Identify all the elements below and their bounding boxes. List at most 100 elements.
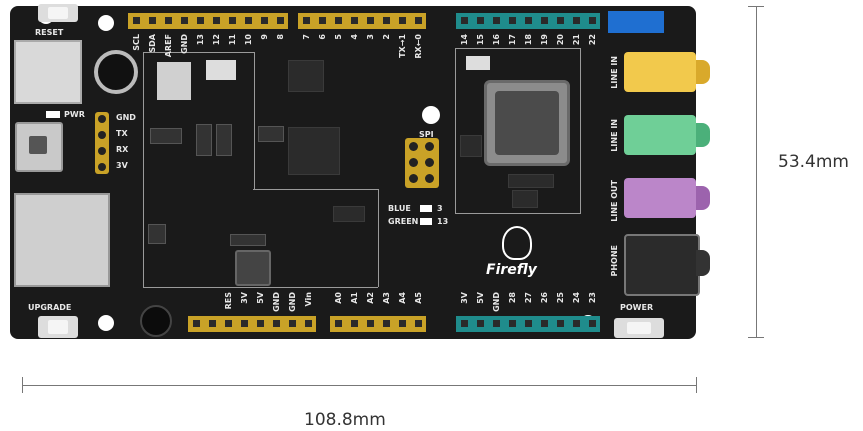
smd-component xyxy=(216,124,232,156)
audio-jack-phone xyxy=(624,234,700,296)
top-header-left xyxy=(128,13,288,29)
uart-pin-label: RX xyxy=(116,145,129,154)
pin-label: 8 xyxy=(276,34,285,40)
pin-label: 25 xyxy=(556,292,565,304)
pin-label: 21 xyxy=(572,34,581,46)
bottom-header-left xyxy=(188,316,316,332)
mounting-hole xyxy=(422,106,440,124)
pin-label: 5V xyxy=(476,292,485,304)
crystal xyxy=(466,56,490,70)
jack-label: PHONE xyxy=(610,245,619,277)
jack-label: LINE IN xyxy=(610,56,619,89)
power-led-label: PWR xyxy=(64,110,85,119)
pin-label: 23 xyxy=(588,292,597,304)
jack-barrel xyxy=(696,186,710,210)
power-label: POWER xyxy=(620,303,654,312)
soc-outline xyxy=(143,189,144,287)
height-dimension-label: 53.4mm xyxy=(778,152,849,172)
smd-component xyxy=(148,224,166,244)
top-header-right xyxy=(456,13,600,29)
ic-chip xyxy=(460,135,482,157)
smd-component xyxy=(258,126,284,142)
pin-label: Vin xyxy=(304,292,313,307)
pin-label: A0 xyxy=(334,292,343,304)
mounting-hole xyxy=(98,15,114,31)
pin-label: 4 xyxy=(350,34,359,40)
wifi-chip xyxy=(484,80,570,166)
pin-label: GND xyxy=(288,292,297,312)
power-button[interactable] xyxy=(614,318,664,338)
pin-label: 3 xyxy=(366,34,375,40)
pin-label: GND xyxy=(272,292,281,312)
jack-label: LINE IN xyxy=(610,119,619,152)
uart-header xyxy=(95,112,109,174)
buzzer xyxy=(140,305,172,337)
antenna-tag xyxy=(608,11,664,33)
wifi-module-outline xyxy=(455,48,581,214)
smd-component xyxy=(230,234,266,246)
height-dimension-line xyxy=(756,6,757,337)
pin-label: 10 xyxy=(244,34,253,46)
top-header-mid xyxy=(298,13,426,29)
uart-pin-label: GND xyxy=(116,113,136,122)
pin-label: 5V xyxy=(256,292,265,304)
pin-label: RES xyxy=(224,292,233,310)
pin-label: TX→1 xyxy=(398,34,407,58)
pin-label: A2 xyxy=(366,292,375,304)
width-dimension-line xyxy=(22,385,696,386)
pin-label: 19 xyxy=(540,34,549,46)
capacitor xyxy=(94,50,138,94)
pin-label: 9 xyxy=(260,34,269,40)
uart-pin-label: 3V xyxy=(116,161,128,170)
green-led xyxy=(420,218,432,225)
pin-label: 6 xyxy=(318,34,327,40)
usb-connector xyxy=(14,40,82,104)
inductor xyxy=(235,250,271,286)
soc-chip xyxy=(288,127,340,175)
jack-barrel xyxy=(696,123,710,147)
pin-label: A5 xyxy=(414,292,423,304)
bottom-header-mid xyxy=(330,316,426,332)
upgrade-label: UPGRADE xyxy=(28,303,72,312)
pin-label: 22 xyxy=(588,34,597,46)
height-dimension-tick xyxy=(748,337,764,338)
ic-chip xyxy=(508,174,554,188)
micro-usb-port xyxy=(15,122,63,172)
pin-label: 18 xyxy=(524,34,533,46)
power-led xyxy=(46,111,60,118)
jack-label: LINE OUT xyxy=(610,180,619,222)
pin-label: 16 xyxy=(492,34,501,46)
pin-label: 26 xyxy=(540,292,549,304)
soc-outline xyxy=(378,189,379,287)
width-dimension-tick xyxy=(696,377,697,393)
pin-label: 17 xyxy=(508,34,517,46)
pin-label: 24 xyxy=(572,292,581,304)
pin-label: 14 xyxy=(460,34,469,46)
firefly-logo-icon xyxy=(502,226,532,260)
bottom-header-right xyxy=(456,316,600,332)
pin-label: 15 xyxy=(476,34,485,46)
pin-label: A4 xyxy=(398,292,407,304)
pin-label: 2 xyxy=(382,34,391,40)
width-dimension-tick xyxy=(22,377,23,393)
led-pin: 13 xyxy=(437,217,449,226)
pin-label: 27 xyxy=(524,292,533,304)
pin-label: SCL xyxy=(132,34,141,51)
inductor xyxy=(206,60,236,80)
audio-jack-line-in-2 xyxy=(624,115,696,155)
reset-label: RESET xyxy=(35,28,64,37)
pin-label: GND xyxy=(180,34,189,54)
soc-outline xyxy=(143,287,378,288)
upgrade-button[interactable] xyxy=(38,316,78,338)
sd-card-slot xyxy=(14,193,110,287)
smd-component xyxy=(196,124,212,156)
led-label: GREEN xyxy=(388,217,419,226)
firefly-logo-text: Firefly xyxy=(486,262,537,278)
uart-pin-label: TX xyxy=(116,129,128,138)
reset-button[interactable] xyxy=(38,4,78,22)
led-pin: 3 xyxy=(437,204,443,213)
led-label: BLUE xyxy=(388,204,411,213)
pin-label: GND xyxy=(492,292,501,312)
spi-label: SPI xyxy=(419,130,434,139)
memory-chip xyxy=(288,60,324,92)
